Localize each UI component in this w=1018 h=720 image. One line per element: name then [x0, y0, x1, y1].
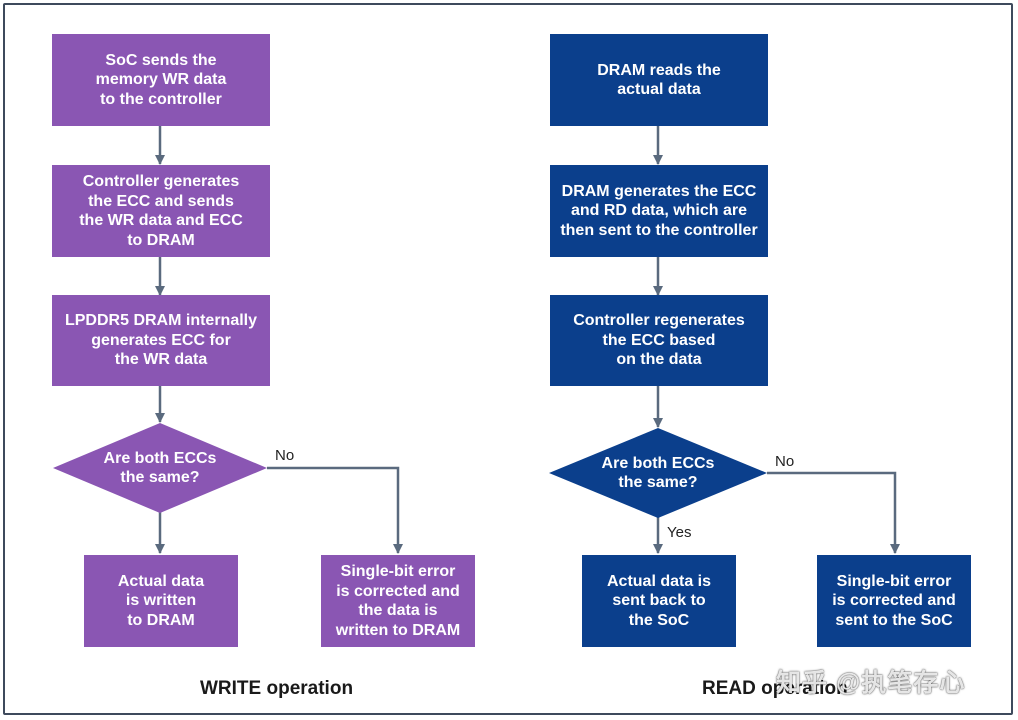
watermark: 知乎 @执笔存心 — [776, 669, 966, 697]
write-yes-result-box: Actual data is written to DRAM — [84, 555, 238, 647]
write-step-3-box: LPDDR5 DRAM internally generates ECC for… — [52, 295, 270, 386]
diagram-frame — [3, 3, 1013, 715]
write-operation-title: WRITE operation — [200, 678, 354, 699]
write-step-1-box: SoC sends the memory WR data to the cont… — [52, 34, 270, 126]
read-decision-diamond — [549, 428, 767, 518]
write-decision-text: Are both ECCs the same? — [103, 449, 217, 487]
read-step-2-box: DRAM generates the ECC and RD data, whic… — [550, 165, 768, 257]
read-step-1-box: DRAM reads the actual data — [550, 34, 768, 126]
read-no-result-box: Single-bit error is corrected and sent t… — [817, 555, 971, 647]
write-decision-diamond — [53, 423, 267, 513]
read-yes-result-box: Actual data is sent back to the SoC — [582, 555, 736, 647]
read-yes-label: Yes — [667, 524, 692, 541]
read-operation-title: READ operation — [702, 678, 848, 699]
read-arrow-no — [767, 471, 900, 554]
write-no-result-box: Single-bit error is corrected and the da… — [321, 555, 475, 647]
read-decision-text: Are both ECCs the same? — [601, 454, 715, 492]
read-step-3-box: Controller regenerates the ECC based on … — [550, 295, 768, 386]
write-arrow-no — [267, 466, 403, 554]
write-no-label: No — [275, 447, 295, 464]
write-step-2-box: Controller generates the ECC and sends t… — [52, 165, 270, 257]
read-no-label: No — [775, 453, 795, 470]
